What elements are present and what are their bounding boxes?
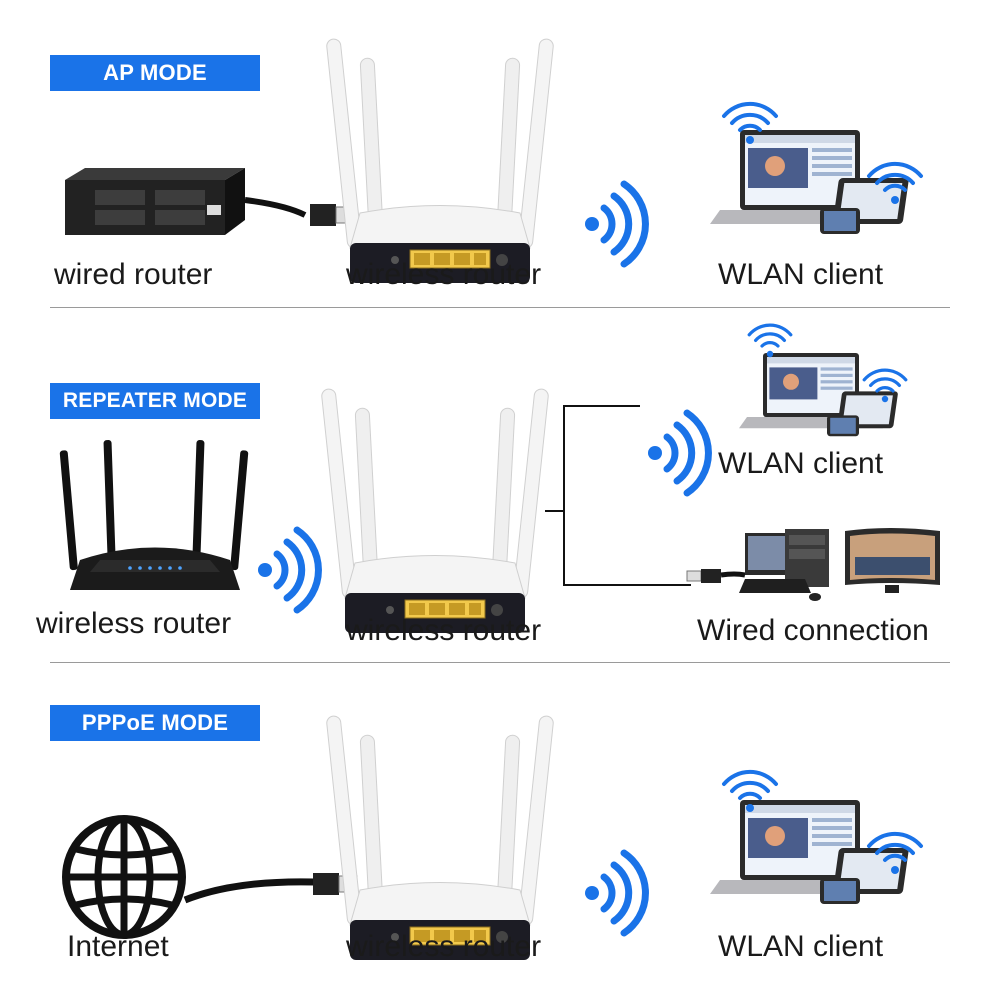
ethernet-cable-icon bbox=[183, 873, 358, 904]
wifi-fan-icon bbox=[867, 831, 923, 876]
wifi-fan-icon bbox=[722, 769, 778, 814]
wifi-fan-icon bbox=[867, 161, 923, 206]
wireless-router-label: wireless router bbox=[346, 258, 542, 291]
wired-router-label: wired router bbox=[54, 258, 213, 291]
connector-line-top bbox=[563, 405, 640, 407]
wireless-router-label: wireless router bbox=[36, 607, 232, 640]
connector-line-vertical bbox=[563, 405, 565, 585]
globe-icon bbox=[62, 815, 186, 939]
wifi-signal-icon bbox=[265, 520, 335, 620]
wireless-router-label: wireless router bbox=[346, 930, 542, 963]
connector-line-bottom bbox=[563, 584, 691, 586]
wifi-fan-icon bbox=[747, 323, 793, 359]
section-divider bbox=[50, 662, 950, 663]
wireless-router-center-2 bbox=[320, 387, 550, 634]
wlan-client-label: WLAN client bbox=[718, 930, 884, 963]
ap-mode-badge: AP MODE bbox=[50, 55, 260, 91]
wireless-router-center-1 bbox=[325, 37, 555, 284]
wireless-router-center-3 bbox=[325, 714, 555, 961]
wired-connection-label: Wired connection bbox=[697, 614, 929, 647]
black-wireless-router-icon bbox=[59, 440, 249, 590]
pppoe-mode-badge: PPPoE MODE bbox=[50, 705, 260, 741]
wireless-router-label: wireless router bbox=[346, 614, 542, 647]
repeater-mode-badge: REPEATER MODE bbox=[50, 383, 260, 419]
wifi-fan-icon bbox=[862, 368, 908, 404]
wifi-signal-icon bbox=[592, 174, 662, 274]
desktop-computer-icon bbox=[686, 528, 940, 601]
wifi-fan-icon bbox=[722, 101, 778, 146]
wlan-client-label: WLAN client bbox=[718, 258, 884, 291]
wifi-signal-icon bbox=[592, 843, 662, 943]
wlan-client-label: WLAN client bbox=[718, 447, 884, 480]
wired-router-icon bbox=[65, 168, 307, 235]
internet-label: Internet bbox=[67, 930, 169, 963]
section-divider bbox=[50, 307, 950, 308]
connector-line-router bbox=[545, 510, 565, 512]
